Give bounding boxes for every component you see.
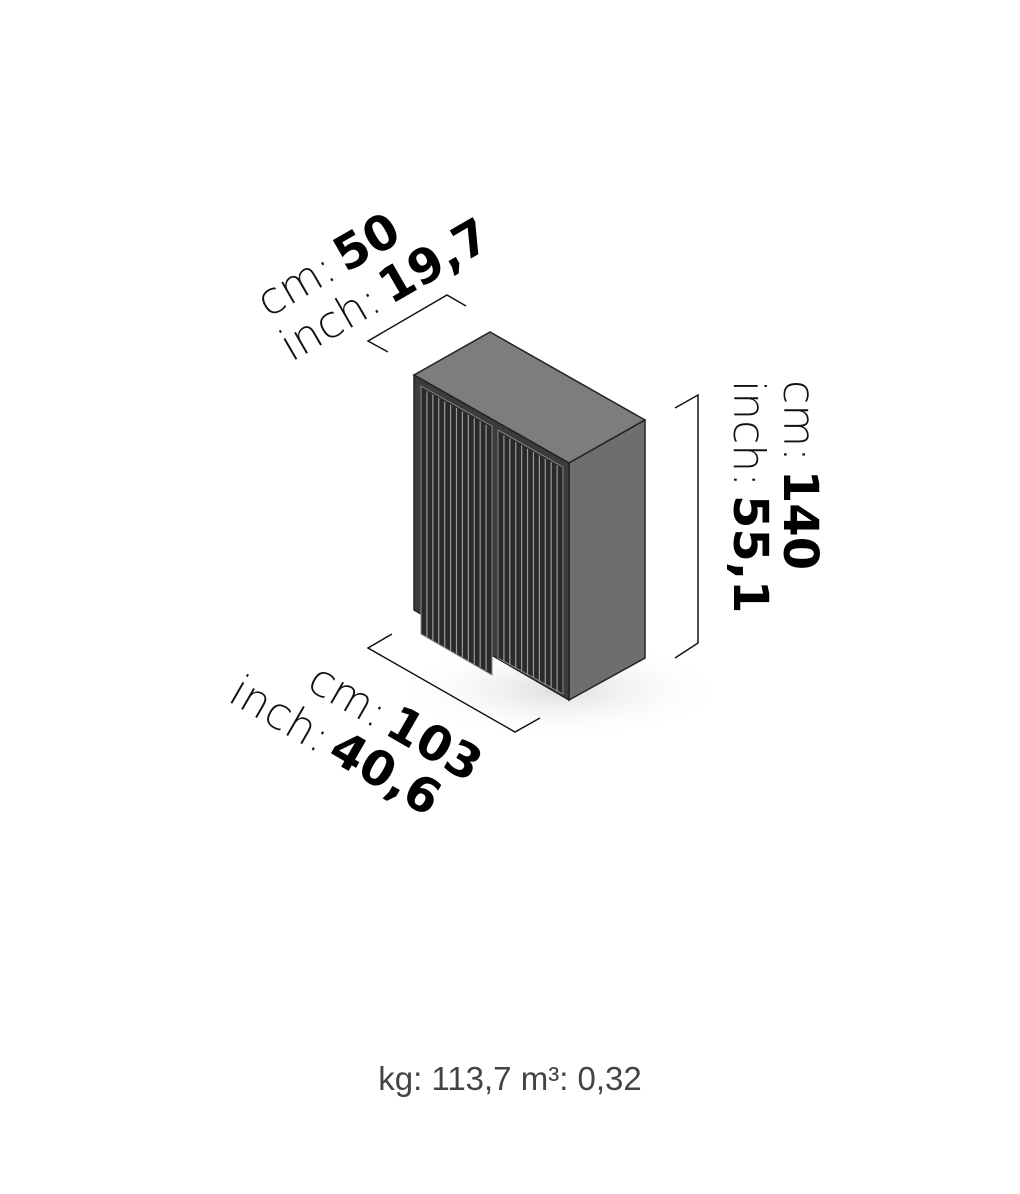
svg-text:cm:140: cm:140	[772, 380, 828, 570]
volume-text: m³: 0,32	[520, 1060, 642, 1097]
cabinet-side	[568, 418, 646, 702]
svg-text:inch:55,1: inch:55,1	[722, 380, 778, 613]
height-label: cm:140 inch:55,1	[722, 380, 828, 613]
height-bracket	[674, 393, 699, 659]
cabinet-door-right	[497, 429, 564, 695]
weight-volume-info: kg: 113,7 m³: 0,32	[0, 1060, 1020, 1098]
depth-bracket	[366, 294, 467, 353]
weight-text: kg: 113,7	[378, 1060, 512, 1097]
depth-label: cm:50 inch:19,7	[248, 202, 499, 372]
dimension-lines	[366, 294, 699, 733]
width-bracket	[366, 633, 541, 733]
cabinet-illustration	[412, 331, 647, 702]
